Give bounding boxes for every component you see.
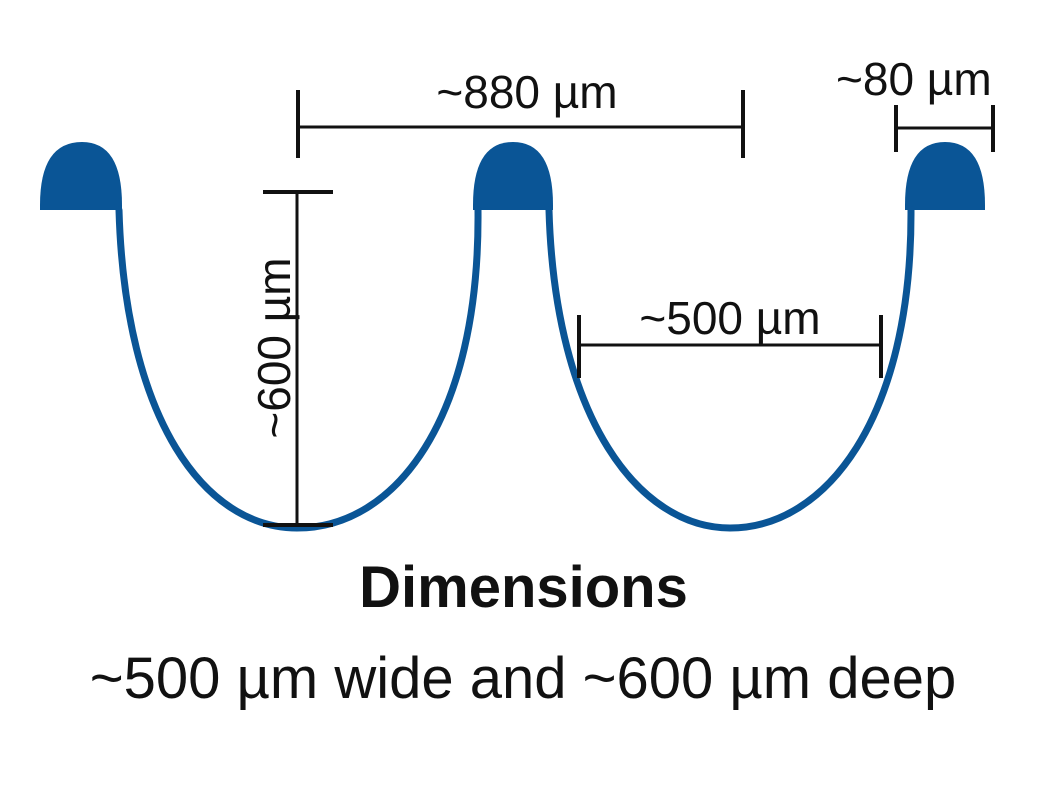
caption-body: ~500 µm wide and ~600 µm deep bbox=[89, 646, 957, 711]
pitch-label: ~880 µm bbox=[436, 66, 617, 118]
caption-title: Dimensions bbox=[359, 555, 688, 620]
depth-dimension: ~600 µm bbox=[248, 190, 333, 527]
wall-label: ~80 µm bbox=[836, 53, 992, 105]
pitch-dimension: ~880 µm bbox=[296, 66, 745, 158]
width-label: ~500 µm bbox=[639, 292, 820, 344]
ridge-cap-middle bbox=[473, 142, 553, 210]
well-profile-right bbox=[545, 206, 915, 532]
depth-label: ~600 µm bbox=[248, 257, 300, 438]
wall-dimension: ~80 µm bbox=[836, 53, 995, 152]
ridge-cap-left bbox=[40, 142, 122, 210]
width-dimension: ~500 µm bbox=[577, 292, 883, 378]
ridge-cap-right bbox=[905, 142, 985, 210]
well-profile-left bbox=[115, 206, 482, 532]
